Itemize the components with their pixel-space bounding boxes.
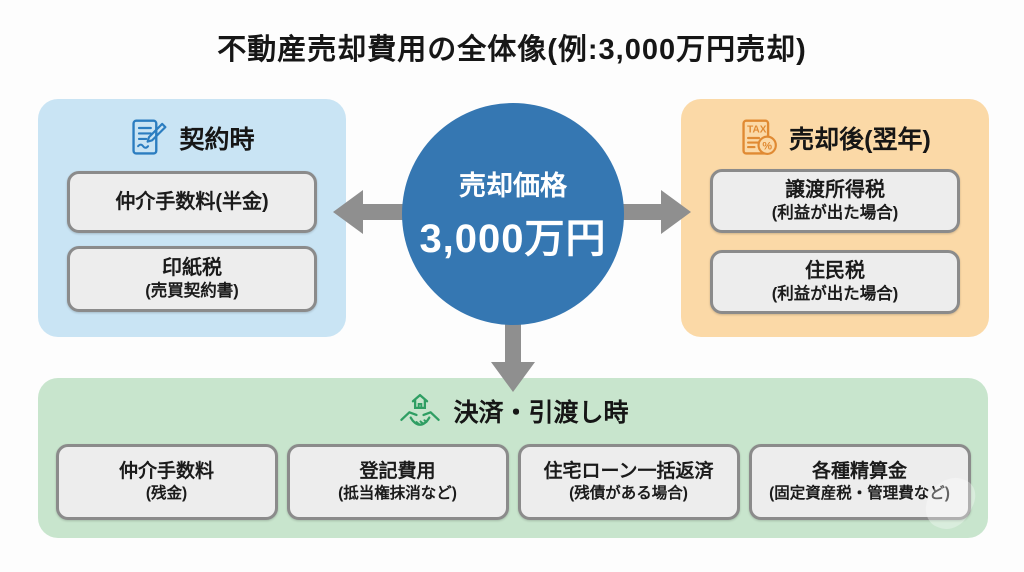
cost-item-registration-fee: 登記費用 (抵当権抹消など) (286, 444, 509, 520)
panel-contract-header: 契約時 (38, 113, 346, 163)
cost-item-label: 印紙税 (162, 257, 222, 280)
panel-after-sale-header: TAX % 売却後(翌年) (681, 113, 989, 163)
panel-settlement-title: 決済・引渡し時 (453, 399, 629, 427)
cost-item-sublabel: (売買契約書) (145, 282, 239, 301)
sale-price-label: 売却価格 (459, 171, 567, 201)
cost-item-label: 仲介手数料 (118, 461, 214, 483)
cost-item-label: 仲介手数料(半金) (115, 190, 269, 213)
tax-icon-text: TAX (747, 125, 767, 136)
cost-item-sublabel: (固定資産税・管理費など) (769, 485, 950, 503)
sale-price-value: 3,000万円 (419, 217, 607, 261)
document-pen-icon (132, 119, 167, 155)
cost-item-brokerage-balance: 仲介手数料 (残金) (55, 444, 278, 520)
cost-item-stamp-tax: 印紙税 (売買契約書) (67, 246, 317, 312)
cost-item-settlement-money: 各種精算金 (固定資産税・管理費など) (748, 444, 971, 520)
cost-item-brokerage-half: 仲介手数料(半金) (67, 171, 317, 233)
cost-item-label: 譲渡所得税 (785, 179, 885, 202)
house-handshake-icon (400, 393, 441, 426)
cost-item-resident-tax: 住民税 (利益が出た場合) (710, 250, 960, 314)
cost-item-sublabel: (利益が出た場合) (771, 285, 899, 304)
cost-item-label: 各種精算金 (811, 461, 907, 483)
settlement-items-row: 仲介手数料 (残金) 登記費用 (抵当権抹消など) 住宅ローン一括返済 (残債が… (38, 444, 988, 520)
sale-price-circle: 売却価格 3,000万円 (402, 103, 624, 325)
cost-item-sublabel: (残債がある場合) (569, 485, 688, 503)
panel-settlement-header: 決済・引渡し時 (38, 386, 988, 436)
percent-icon-text: % (763, 140, 773, 152)
cost-item-label: 登記費用 (359, 461, 436, 483)
panel-contract-time: 契約時 仲介手数料(半金) 印紙税 (売買契約書) (38, 99, 346, 337)
panel-after-sale-title: 売却後(翌年) (789, 126, 931, 154)
cost-item-label: 住民税 (805, 260, 865, 283)
cost-item-sublabel: (残金) (145, 485, 188, 503)
cost-item-sublabel: (抵当権抹消など) (338, 485, 457, 503)
panel-contract-title: 契約時 (179, 126, 255, 154)
tax-percent-icon: TAX % (742, 119, 778, 155)
arrow-left-icon (333, 190, 417, 234)
panel-settlement: 決済・引渡し時 仲介手数料 (残金) 登記費用 (抵当権抹消など) 住宅ローン一… (38, 378, 988, 538)
cost-item-loan-repayment: 住宅ローン一括返済 (残債がある場合) (517, 444, 740, 520)
arrow-right-icon (607, 190, 691, 234)
diagram-title: 不動産売却費用の全体像(例:3,000万円売却) (217, 34, 807, 66)
arrow-down-icon (491, 322, 535, 392)
cost-item-capital-gains-tax: 譲渡所得税 (利益が出た場合) (710, 169, 960, 233)
cost-item-label: 住宅ローン一括返済 (543, 461, 714, 483)
panel-after-sale: TAX % 売却後(翌年) 譲渡所得税 (利益が出た場合) 住民税 (利益が出た… (681, 99, 989, 337)
cost-item-sublabel: (利益が出た場合) (771, 204, 899, 223)
